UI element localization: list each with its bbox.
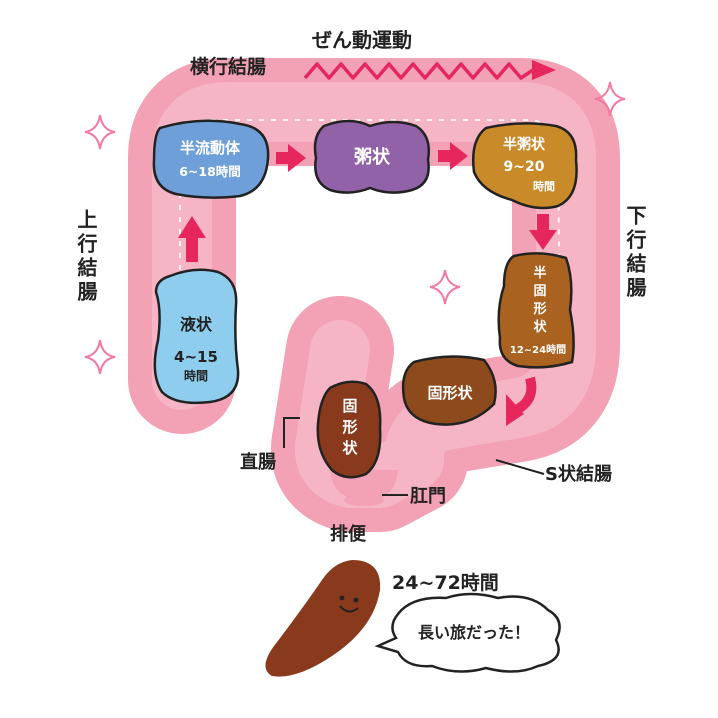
sigmoid-colon-label: S状結腸 (545, 463, 612, 485)
stage-liquid: 液状 4~15 時間 (153, 268, 240, 405)
stage-liquid-unit: 時間 (184, 368, 208, 383)
arrow-down-icon (529, 214, 557, 250)
defecation-label: 排便 (330, 523, 367, 545)
sparkle-icon (84, 339, 116, 375)
arrow-right-icon (438, 142, 468, 170)
stage-solid: 固形状 (401, 355, 497, 426)
anus-label: 肛門 (410, 486, 446, 507)
rectum-pointer (283, 417, 300, 448)
arrow-right-icon (276, 144, 306, 172)
flow-arrows (178, 142, 557, 426)
stage-semi-solid-time: 12~24時間 (510, 343, 566, 356)
stage-semi-porridge: 半粥状 9~20 時間 (472, 122, 578, 210)
stage-liquid-time: 4~15 (174, 348, 218, 366)
stage-rectum-c2: 形 (342, 418, 357, 436)
stage-rectum-c3: 状 (342, 439, 358, 457)
stage-solid-name: 固形状 (427, 384, 473, 402)
descending-colon-label: 下行結腸 (623, 205, 647, 301)
stage-liquid-name: 液状 (180, 315, 213, 334)
stage-semi-solid-c3: 形 (533, 302, 546, 317)
sparkle-icon (594, 81, 626, 117)
stage-semi-solid-c1: 半 (533, 265, 546, 281)
total-time-label: 24~72時間 (392, 572, 499, 594)
stage-porridge-name: 粥状 (354, 146, 391, 168)
sigmoid-pointer (495, 459, 545, 475)
stage-rectum-c1: 固 (342, 397, 357, 415)
speech-text: 長い旅だった！ (418, 623, 530, 642)
stage-semi-fluid-name: 半流動体 (180, 139, 241, 157)
sparkle-icons (84, 81, 626, 375)
transverse-colon-label: 横行結腸 (190, 55, 266, 78)
stage-rectum-solid: 固 形 状 (316, 380, 382, 479)
sparkle-icon (84, 114, 116, 150)
rectum-label: 直腸 (240, 451, 276, 473)
stool-character (265, 560, 381, 677)
peristalsis-label: ぜん動運動 (312, 28, 412, 52)
stage-semi-fluid: 半流動体 6~18時間 (152, 119, 270, 199)
arrow-up-icon (178, 216, 206, 262)
stage-semi-fluid-time: 6~18時間 (179, 164, 241, 179)
stage-semi-porridge-name: 半粥状 (503, 136, 546, 153)
ascending-colon-label: 上行結腸 (74, 209, 98, 305)
stage-porridge: 粥状 (313, 119, 430, 194)
arrow-curve-icon (506, 376, 537, 426)
speech-bubble: 長い旅だった！ (374, 592, 561, 673)
stage-semi-porridge-time: 9~20 (504, 159, 545, 175)
stage-semi-solid-c4: 状 (533, 319, 547, 335)
peristalsis-arrow (303, 60, 556, 80)
smiley-face-icon (339, 595, 359, 613)
stage-semi-porridge-unit: 時間 (533, 179, 555, 193)
sparkle-icon (429, 269, 461, 305)
stage-semi-solid-c2: 固 (533, 284, 546, 299)
stage-semi-solid: 半 固 形 状 12~24時間 (497, 252, 575, 369)
